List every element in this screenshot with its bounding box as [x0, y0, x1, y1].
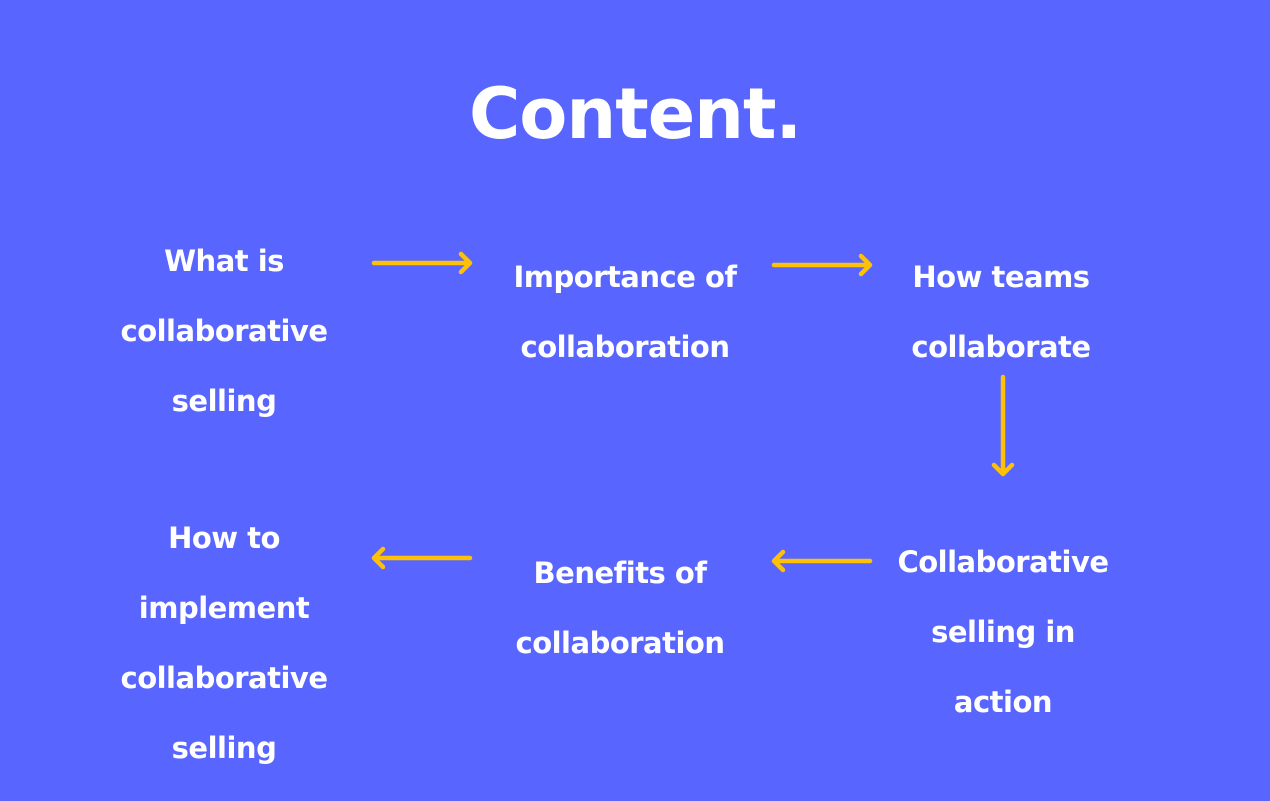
node-line: Collaborative — [897, 545, 1109, 579]
arrow-right-icon — [771, 253, 873, 277]
arrow-left-icon — [771, 549, 873, 573]
node-line: Importance of — [513, 260, 737, 294]
node-line: Benefits of — [533, 556, 707, 590]
node-line: selling in — [931, 615, 1075, 649]
node-line: selling — [171, 384, 277, 418]
node-line: implement — [138, 591, 310, 625]
node-how-to-implement-collaborative-selling: How to implement collaborative selling — [94, 486, 354, 801]
node-benefits-of-collaboration: Benefits of collaboration — [490, 521, 750, 696]
node-how-teams-collaborate: How teams collaborate — [871, 225, 1131, 400]
node-what-is-collaborative-selling: What is collaborative selling — [94, 209, 354, 454]
node-line: How to — [168, 521, 280, 555]
arrow-right-icon — [371, 251, 473, 275]
node-importance-of-collaboration: Importance of collaboration — [495, 225, 755, 400]
node-line: collaboration — [515, 626, 726, 660]
arrow-left-icon — [371, 546, 473, 570]
node-line: collaborative — [120, 314, 329, 348]
node-line: action — [953, 685, 1053, 719]
node-line: How teams — [912, 260, 1090, 294]
node-line: selling — [171, 731, 277, 765]
page-title: Content. — [468, 73, 802, 155]
node-line: collaborate — [911, 330, 1091, 364]
node-line: collaborative — [120, 661, 329, 695]
node-line: collaboration — [520, 330, 731, 364]
node-line: What is — [164, 244, 284, 278]
node-collaborative-selling-in-action: Collaborative selling in action — [873, 510, 1133, 755]
